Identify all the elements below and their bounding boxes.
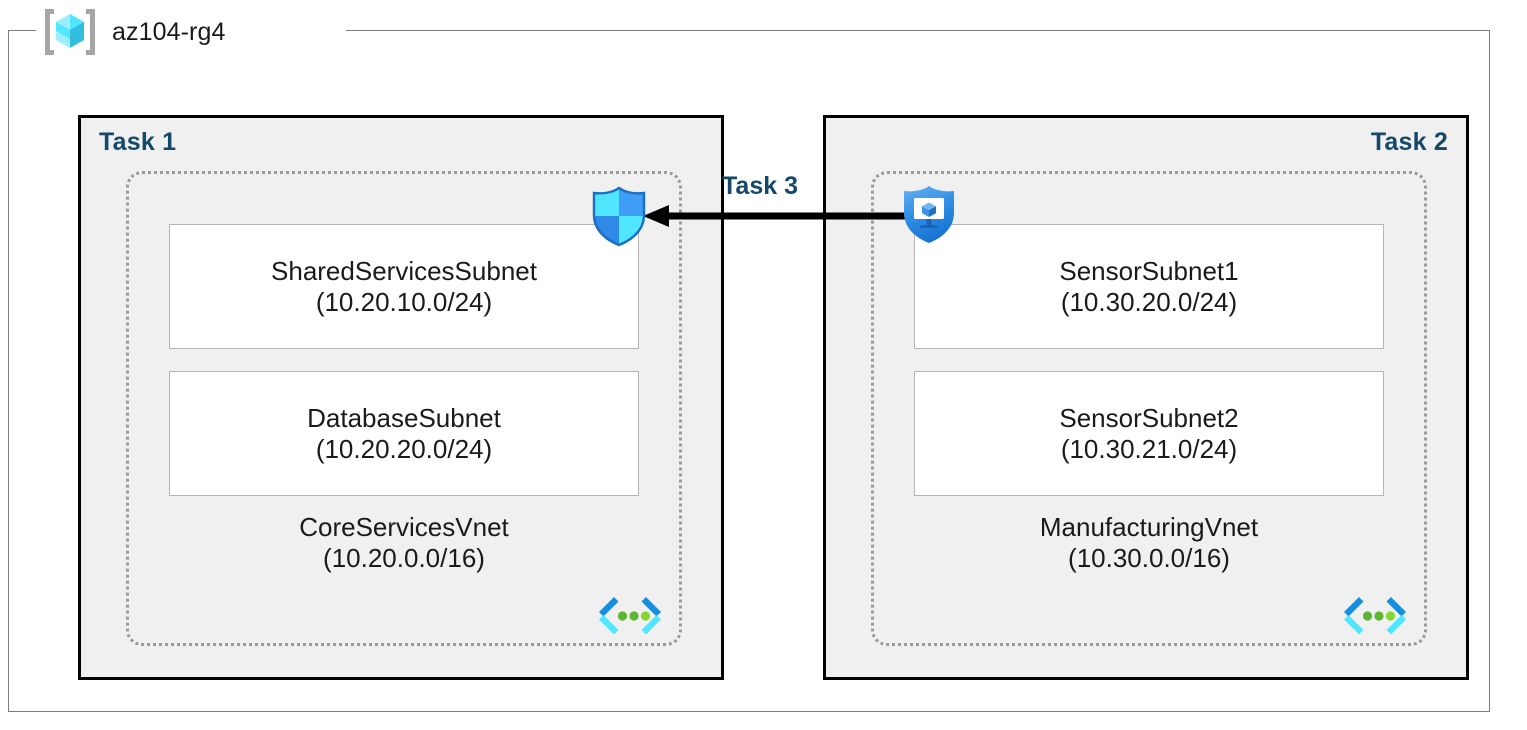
network-security-group-shield-icon [588, 185, 650, 247]
vnet-name: ManufacturingVnet [1039, 512, 1259, 542]
resource-group-frame [8, 30, 1490, 712]
resource-group-header: az104-rg4 [42, 4, 225, 60]
vnet-cidr: (10.20.0.0/16) [323, 542, 485, 573]
subnet-name: SensorSubnet2 [1059, 403, 1239, 434]
resource-group-name: az104-rg4 [112, 17, 226, 46]
subnet-cidr: (10.20.10.0/24) [315, 286, 493, 317]
task-3-label: Task 3 [722, 172, 798, 200]
subnet-cidr: (10.20.20.0/24) [315, 433, 493, 464]
resource-group-cube-icon [42, 6, 98, 58]
subnet-name: SensorSubnet1 [1059, 256, 1239, 287]
vnet-manufacturing-boundary: SensorSubnet1 (10.30.20.0/24) SensorSubn… [871, 171, 1427, 646]
subnet-cidr: (10.30.20.0/24) [1060, 286, 1238, 317]
vnet-brackets-icon [596, 595, 664, 639]
task-1-label: Task 1 [99, 128, 177, 156]
subnet-database[interactable]: DatabaseSubnet (10.20.20.0/24) [169, 371, 639, 496]
subnet-cidr: (10.30.21.0/24) [1060, 433, 1238, 464]
vnet-name: CoreServicesVnet [299, 512, 509, 542]
subnet-shared-services[interactable]: SharedServicesSubnet (10.20.10.0/24) [169, 224, 639, 349]
peering-arrow [640, 200, 912, 234]
subnet-sensor-2[interactable]: SensorSubnet2 (10.30.21.0/24) [914, 371, 1384, 496]
vnet-manufacturing-caption: ManufacturingVnet (10.30.0.0/16) [874, 512, 1424, 573]
subnet-sensor-1[interactable]: SensorSubnet1 (10.30.20.0/24) [914, 224, 1384, 349]
task-2-label: Task 2 [1370, 128, 1448, 156]
vnet-core-services-caption: CoreServicesVnet (10.20.0.0/16) [129, 512, 679, 573]
vnet-cidr: (10.30.0.0/16) [1068, 542, 1230, 573]
subnet-name: DatabaseSubnet [307, 403, 501, 434]
vnet-core-services-boundary: SharedServicesSubnet (10.20.10.0/24) Dat… [126, 171, 682, 646]
subnet-name: SharedServicesSubnet [271, 256, 537, 287]
vnet-brackets-icon [1341, 595, 1409, 639]
resource-group-header-gap [36, 20, 346, 42]
vnet-peering-shield-icon [898, 183, 960, 245]
